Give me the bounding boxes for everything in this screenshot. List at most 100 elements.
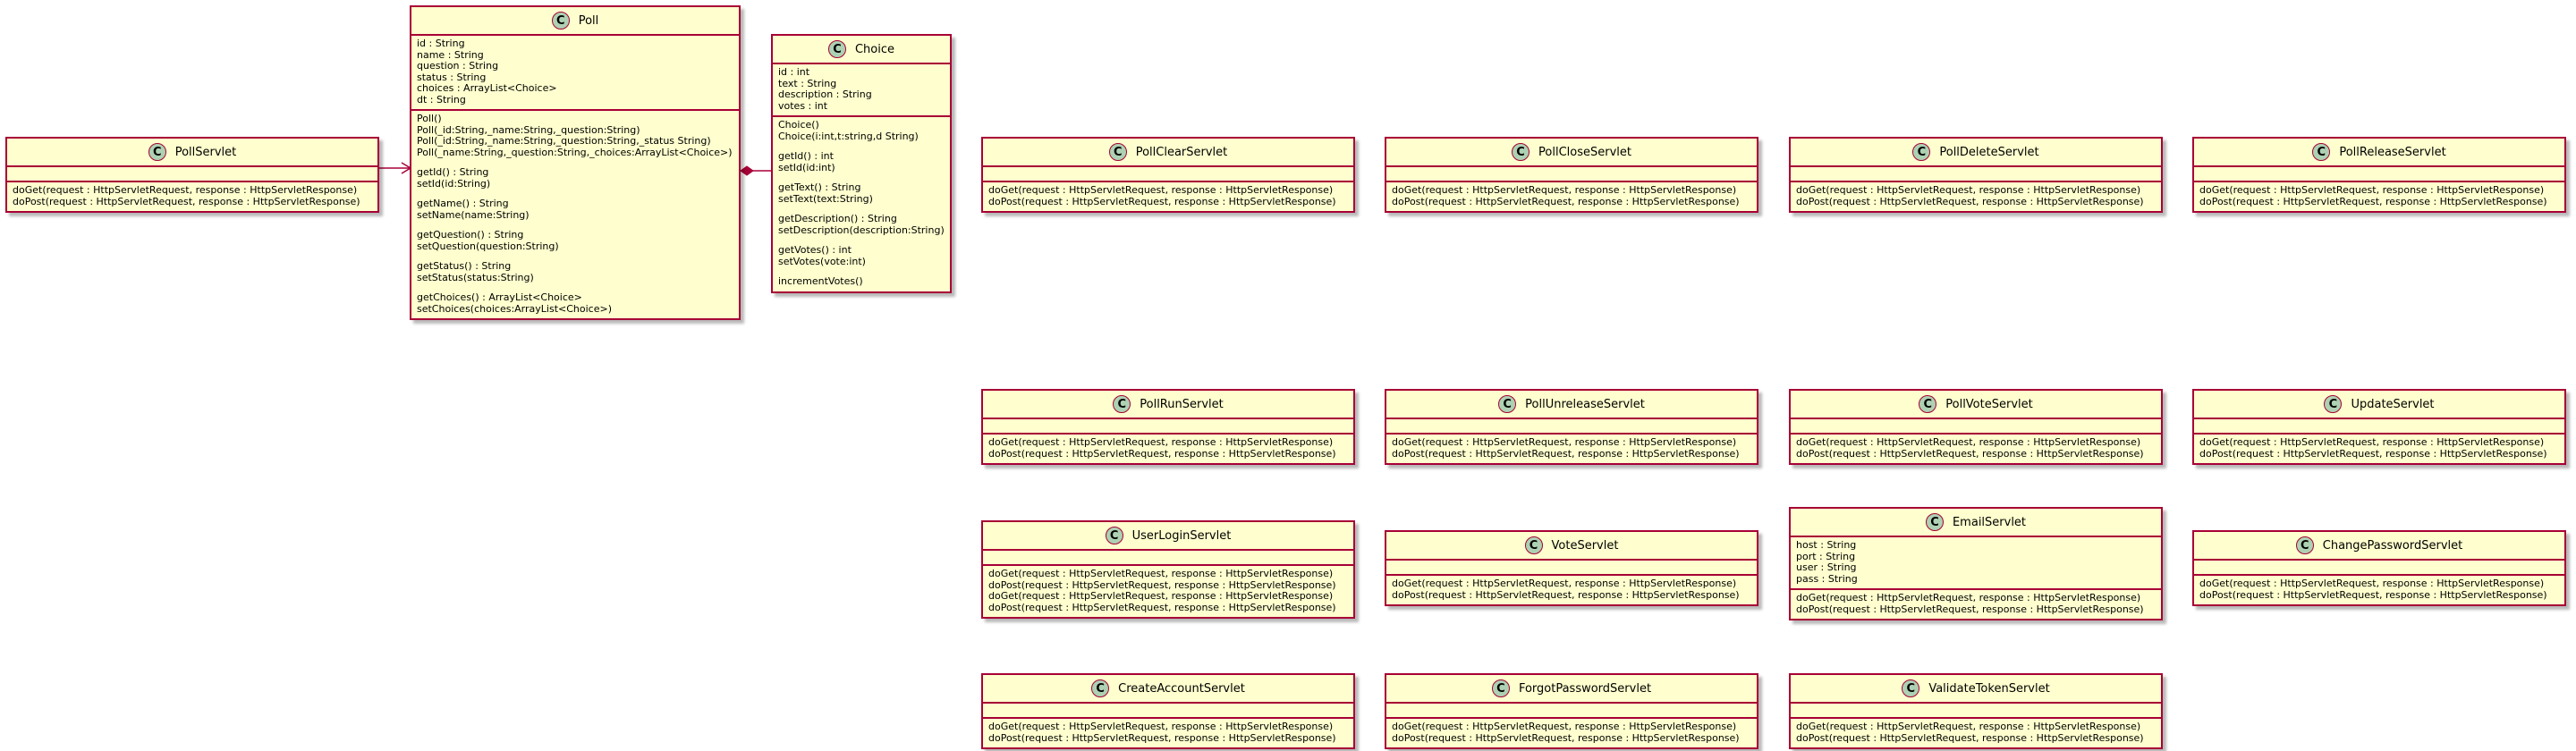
attribute-compartment xyxy=(2194,561,2564,576)
operation: doGet(request : HttpServletRequest, resp… xyxy=(2199,578,2545,589)
attribute: id : String xyxy=(417,38,465,49)
operation: getChoices() : ArrayList<Choice> xyxy=(417,291,582,303)
class-icon: C xyxy=(2295,536,2314,554)
class-name: ValidateTokenServlet xyxy=(1928,681,2050,696)
class-name: PollUnreleaseServlet xyxy=(1525,397,1645,411)
class-icon: C xyxy=(148,143,166,161)
class-name: ForgotPasswordServlet xyxy=(1518,681,1652,696)
operation: setQuestion(question:String) xyxy=(417,240,559,252)
attribute: votes : int xyxy=(778,99,828,112)
operation: getName() : String xyxy=(417,198,509,209)
operation: Poll(_id:String,_name:String,_question:S… xyxy=(417,123,640,136)
operation-compartment: doGet(request : HttpServletRequest, resp… xyxy=(7,182,377,211)
operation: doGet(request : HttpServletRequest, resp… xyxy=(1392,578,1737,589)
operation: setStatus(status:String) xyxy=(417,271,534,283)
class-name: ChangePasswordServlet xyxy=(2322,538,2463,553)
operation: setChoices(choices:ArrayList<Choice>) xyxy=(417,302,612,315)
class-icon: C xyxy=(2324,395,2343,413)
operation: doGet(request : HttpServletRequest, resp… xyxy=(988,568,1334,579)
attribute: pass : String xyxy=(1796,572,1858,585)
class-change-password-servlet: C ChangePasswordServlet doGet(request : Ht… xyxy=(2192,530,2566,606)
operation: doPost(request : HttpServletRequest, res… xyxy=(988,578,1336,591)
operation: getVotes() : int xyxy=(778,244,852,256)
attribute-compartment xyxy=(1791,419,2161,435)
operation-compartment: doGet(request : HttpServletRequest, resp… xyxy=(983,566,1353,617)
operation: doGet(request : HttpServletRequest, resp… xyxy=(1796,184,2141,196)
operation: doGet(request : HttpServletRequest, resp… xyxy=(2199,436,2545,448)
operation: doGet(request : HttpServletRequest, resp… xyxy=(988,436,1334,448)
attribute: host : String xyxy=(1796,539,1857,551)
class-icon: C xyxy=(1113,395,1131,413)
operation: doPost(request : HttpServletRequest, res… xyxy=(2199,195,2547,207)
attribute: user : String xyxy=(1796,561,1857,573)
operation: doPost(request : HttpServletRequest, res… xyxy=(1392,195,1740,207)
class-name: CreateAccountServlet xyxy=(1118,681,1245,696)
operation: Choice() xyxy=(778,119,819,131)
class-icon: C xyxy=(1912,143,1931,161)
class-name: PollClearServlet xyxy=(1135,145,1228,159)
attribute-compartment xyxy=(1386,419,1757,435)
class-icon: C xyxy=(1902,679,1920,697)
operation: setDescription(description:String) xyxy=(778,224,945,236)
operation: doPost(request : HttpServletRequest, res… xyxy=(988,447,1336,460)
operation-compartment: doGet(request : HttpServletRequest, resp… xyxy=(2194,182,2564,211)
attribute-compartment xyxy=(1791,167,2161,182)
operation: doPost(request : HttpServletRequest, res… xyxy=(988,195,1336,207)
operation: setVotes(vote:int) xyxy=(778,255,866,267)
operation: doPost(request : HttpServletRequest, res… xyxy=(1392,588,1740,601)
operation: getDescription() : String xyxy=(778,213,897,224)
operation: doPost(request : HttpServletRequest, res… xyxy=(1796,447,2144,460)
operation: setName(name:String) xyxy=(417,208,530,221)
operation: doPost(request : HttpServletRequest, res… xyxy=(13,195,360,207)
operation: doGet(request : HttpServletRequest, resp… xyxy=(988,184,1334,196)
operation: doGet(request : HttpServletRequest, resp… xyxy=(1796,436,2141,448)
class-name: EmailServlet xyxy=(1952,515,2027,529)
operation-compartment: doGet(request : HttpServletRequest, resp… xyxy=(1791,719,2161,747)
operation: getQuestion() : String xyxy=(417,229,524,240)
class-name: Choice xyxy=(854,42,895,56)
attribute: status : String xyxy=(417,71,487,83)
operation: getId() : String xyxy=(417,166,489,178)
relation-poll-choice-composition-diamond xyxy=(740,165,754,176)
class-icon: C xyxy=(1524,536,1543,554)
class-icon: C xyxy=(1091,679,1110,697)
attribute-compartment xyxy=(2194,419,2564,435)
operation: setId(id:int) xyxy=(778,161,835,173)
operation: doGet(request : HttpServletRequest, resp… xyxy=(2199,184,2545,196)
attribute: dt : String xyxy=(417,93,466,105)
operation: doGet(request : HttpServletRequest, resp… xyxy=(1796,592,2141,603)
class-icon: C xyxy=(1512,143,1530,161)
operation: setText(text:String) xyxy=(778,192,873,205)
operation: doPost(request : HttpServletRequest, res… xyxy=(1392,731,1740,744)
operation: doPost(request : HttpServletRequest, res… xyxy=(1796,603,2144,615)
operation-compartment: Poll()Poll(_id:String,_name:String,_ques… xyxy=(411,111,739,318)
attribute-compartment xyxy=(983,419,1353,435)
operation: Poll(_id:String,_name:String,_question:S… xyxy=(417,135,711,147)
operation-compartment: doGet(request : HttpServletRequest, resp… xyxy=(1386,182,1757,211)
operation: getId() : int xyxy=(778,150,834,162)
class-icon: C xyxy=(551,12,570,30)
operation-compartment: doGet(request : HttpServletRequest, resp… xyxy=(1386,719,1757,747)
attribute: id : int xyxy=(778,66,810,78)
